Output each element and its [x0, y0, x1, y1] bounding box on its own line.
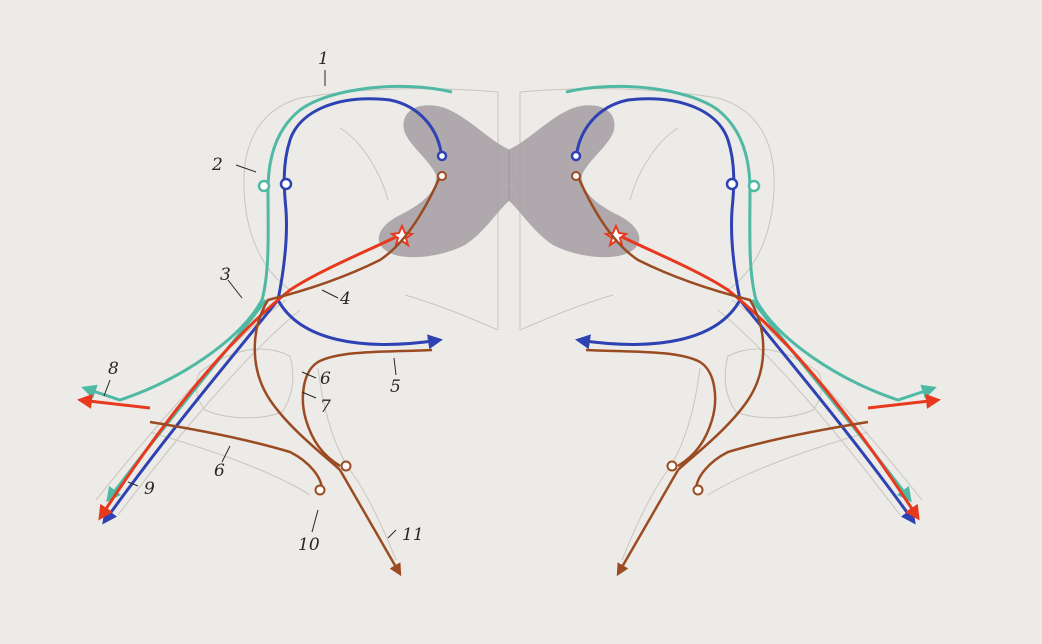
- label-6-upper: 6: [320, 369, 331, 389]
- label-2: 2: [211, 155, 223, 175]
- label-10: 10: [298, 535, 320, 555]
- label-9: 9: [144, 479, 155, 499]
- label-1: 1: [318, 49, 329, 69]
- label-5: 5: [390, 377, 401, 397]
- label-7: 7: [320, 397, 331, 417]
- label-11: 11: [402, 525, 424, 545]
- label-8: 8: [108, 359, 119, 379]
- label-6-lower: 6: [214, 461, 225, 481]
- label-4: 4: [339, 289, 351, 309]
- label-3: 3: [220, 265, 231, 285]
